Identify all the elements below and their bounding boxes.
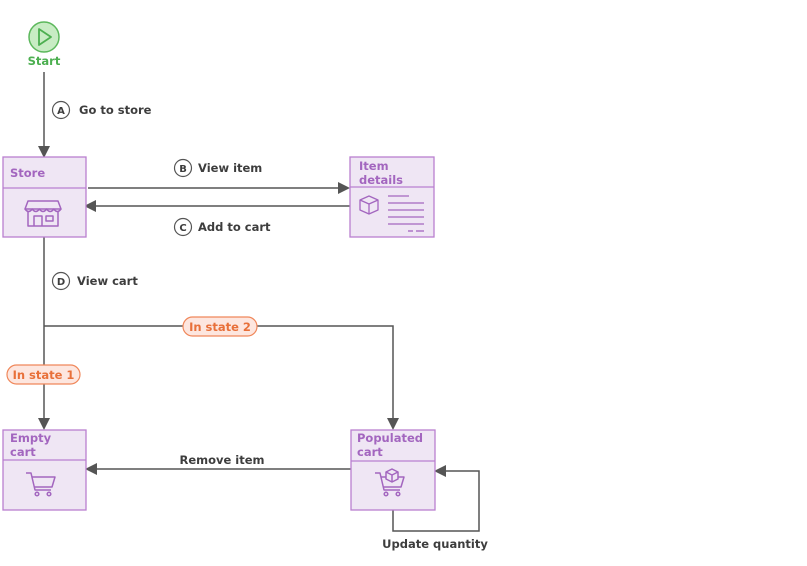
view-item-text: View item <box>198 161 262 175</box>
edge-to-populated-cart <box>44 325 399 430</box>
edge-update-quantity <box>392 465 480 532</box>
remove-item-label: Remove item <box>179 453 264 467</box>
product-details-icon <box>359 195 424 232</box>
start-node[interactable]: Start <box>28 21 61 68</box>
label-view-cart: D View cart <box>51 271 138 291</box>
empty-cart-title-line1: Empty <box>10 431 52 445</box>
step-letter-a: A <box>57 106 65 117</box>
start-label: Start <box>28 54 61 68</box>
play-icon <box>38 28 52 46</box>
node-populated-cart[interactable]: Populated cart <box>350 429 436 511</box>
node-empty-cart[interactable]: Empty cart <box>2 429 87 511</box>
step-badge-c <box>173 217 193 237</box>
shopping-cart-icon <box>26 472 56 497</box>
state-pill-2: In state 2 <box>182 316 258 337</box>
state-pill-1: In state 1 <box>6 364 81 385</box>
label-add-to-cart: C Add to cart <box>173 217 271 237</box>
step-badge-a <box>51 100 71 120</box>
populated-cart-title-line2: cart <box>357 445 383 459</box>
view-cart-text: View cart <box>77 274 138 288</box>
empty-cart-title-line2: cart <box>10 445 36 459</box>
update-quantity-label: Update quantity <box>382 537 488 551</box>
add-to-cart-text: Add to cart <box>198 220 271 234</box>
node-item-details[interactable]: Item details <box>349 156 435 238</box>
storefront-icon <box>24 200 62 227</box>
state-2-label: In state 2 <box>189 320 251 334</box>
step-letter-d: D <box>57 277 65 288</box>
start-circle <box>28 21 60 53</box>
item-details-title-line1: Item <box>359 159 389 173</box>
step-badge-b <box>173 158 193 178</box>
store-title: Store <box>10 166 45 180</box>
step-letter-c: C <box>179 223 186 234</box>
state-1-label: In state 1 <box>13 368 75 382</box>
populated-cart-title-line1: Populated <box>357 431 423 445</box>
step-badge-d <box>51 271 71 291</box>
label-view-item: B View item <box>173 158 262 178</box>
item-details-title-line2: details <box>359 173 403 187</box>
step-letter-b: B <box>179 164 187 175</box>
go-to-store-text: Go to store <box>79 103 152 117</box>
label-go-to-store: A Go to store <box>51 100 152 120</box>
cart-with-box-icon <box>375 468 405 497</box>
node-store[interactable]: Store <box>2 156 87 238</box>
